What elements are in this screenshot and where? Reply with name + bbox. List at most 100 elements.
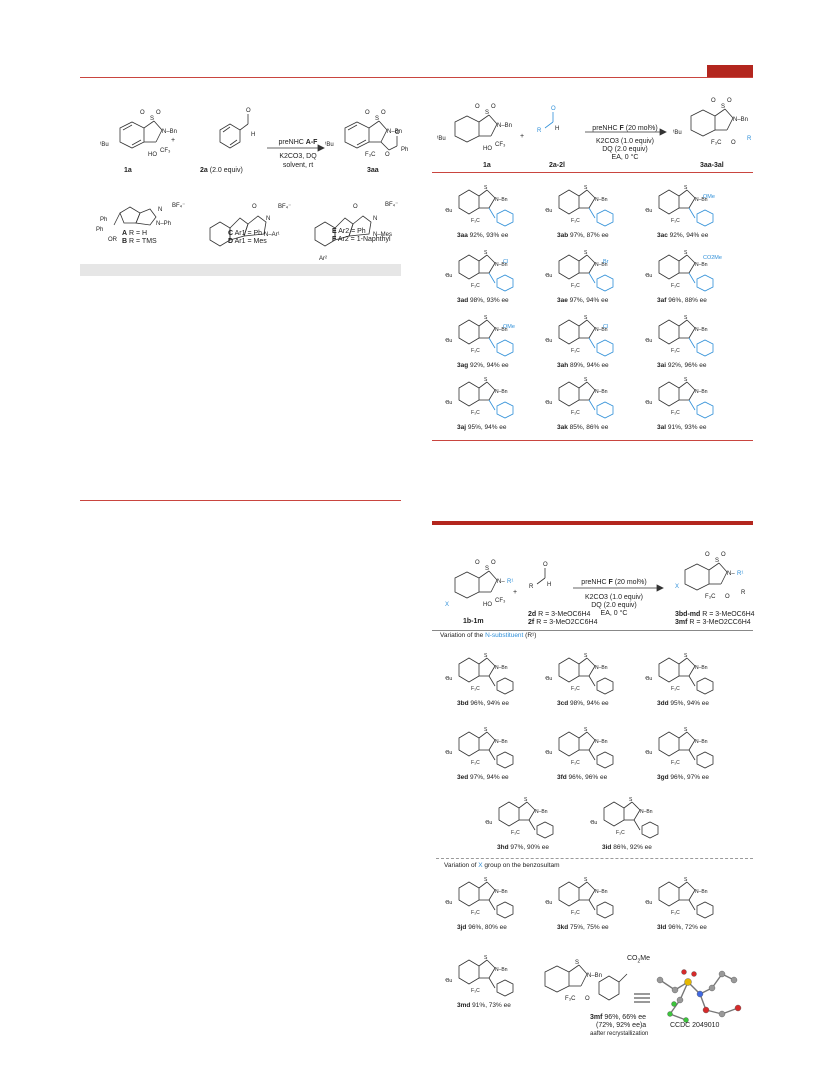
product-3aa: S N–Bn F₃C ᵗBu 3aa 92%, 93% ee <box>445 180 545 244</box>
svg-text:S: S <box>484 653 488 659</box>
s1-product-label: 3aa <box>367 167 379 174</box>
svg-text:Ph: Ph <box>401 147 408 153</box>
product-3ai: S N–Bn F₃C ᵗBu 3ai 92%, 96% ee <box>645 310 745 374</box>
svg-text:O: O <box>705 552 710 558</box>
svg-text:ᵗBu: ᵗBu <box>673 129 682 136</box>
product-3bd: S N–Bn F₃C ᵗBu 3bd 96%, 94% ee <box>445 648 545 712</box>
mf-footnote: aafter recrystallization <box>590 1031 649 1037</box>
svg-text:S: S <box>684 185 688 191</box>
s2-plus: + <box>520 133 525 140</box>
svg-text:ᵗBu: ᵗBu <box>545 338 552 344</box>
svg-text:O: O <box>551 106 556 112</box>
svg-text:N–Bn: N–Bn <box>695 197 708 203</box>
svg-text:N–: N– <box>497 579 505 585</box>
s3-reagent1-label: 1b-1m <box>463 618 484 625</box>
s3-arrow-top: preNHC F (20 mol%) <box>581 579 647 586</box>
svg-text:F₃C: F₃C <box>671 410 680 416</box>
s2-arrow-bottom-2: DQ (2.0 equiv) <box>602 146 648 153</box>
svg-text:O: O <box>725 594 730 600</box>
svg-text:R: R <box>747 136 752 142</box>
svg-text:N–Bn: N–Bn <box>640 809 653 815</box>
svg-text:H: H <box>555 126 559 132</box>
s3-product-line1: 3bd-md R = 3-MeOC6H4 <box>675 611 755 618</box>
product-3ld: S N–Bn F₃C ᵗBu 3ld 96%, 72% ee <box>645 872 745 936</box>
svg-text:F₃C: F₃C <box>711 140 722 146</box>
svg-text:F₃C: F₃C <box>571 686 580 692</box>
svg-text:N–Bn: N–Bn <box>495 262 508 268</box>
s2-reagent1-label: 1a <box>483 162 491 169</box>
product-3kd: S N–Bn F₃C ᵗBu 3kd 75%, 75% ee <box>545 872 645 936</box>
svg-text:S: S <box>484 955 488 961</box>
svg-text:N–Bn: N–Bn <box>695 262 708 268</box>
s2-product-label: 3aa-3al <box>700 162 724 169</box>
product-3ed: S N–Bn F₃C ᵗBu 3ed 97%, 94% ee <box>445 722 545 786</box>
svg-text:N–Bn: N–Bn <box>695 665 708 671</box>
svg-text:S: S <box>485 110 489 116</box>
svg-text:F₃C: F₃C <box>571 283 580 289</box>
svg-text:N–Bn: N–Bn <box>695 389 708 395</box>
svg-text:CF₃: CF₃ <box>495 598 506 604</box>
svg-text:N–Bn: N–Bn <box>595 262 608 268</box>
svg-text:N: N <box>158 207 162 213</box>
product-3ak: S N–Bn F₃C ᵗBu 3ak 85%, 86% ee <box>545 372 645 436</box>
product-3fd: S N–Bn F₃C ᵗBu 3fd 96%, 96% ee <box>545 722 645 786</box>
svg-text:O: O <box>721 552 726 558</box>
svg-text:F₃C: F₃C <box>571 348 580 354</box>
cat-F: F Ar2 = 1-Naphthyl <box>332 236 391 243</box>
svg-text:ᵗBu: ᵗBu <box>545 208 552 214</box>
svg-text:F₃C: F₃C <box>571 910 580 916</box>
svg-text:S: S <box>375 116 379 122</box>
svg-text:S: S <box>484 377 488 383</box>
svg-text:HO: HO <box>483 146 492 152</box>
svg-text:R: R <box>529 584 534 590</box>
svg-text:O: O <box>385 152 390 158</box>
svg-text:S: S <box>575 960 579 966</box>
svg-text:O: O <box>395 130 400 136</box>
svg-text:F₃C: F₃C <box>471 760 480 766</box>
svg-text:O: O <box>727 98 732 104</box>
svg-text:N–Bn: N–Bn <box>162 129 177 135</box>
product-label: 3fd 96%, 96% ee <box>557 774 608 781</box>
svg-text:ᵗBu: ᵗBu <box>100 141 109 148</box>
svg-text:ᵗBu: ᵗBu <box>645 900 652 906</box>
product-3af: S N–Bn F₃C ᵗBu CO2Me 3af 96%, 88% ee <box>645 245 745 309</box>
product-label: 3ed 97%, 94% ee <box>457 774 509 781</box>
svg-text:O: O <box>140 110 145 116</box>
svg-text:S: S <box>150 116 154 122</box>
cat-A: A R = H <box>122 230 148 237</box>
svg-text:ᵗBu: ᵗBu <box>445 978 452 984</box>
svg-text:N–Bn: N–Bn <box>595 197 608 203</box>
svg-text:ᵗBu: ᵗBu <box>445 273 452 279</box>
product-label: 3ab 97%, 87% ee <box>557 232 609 239</box>
product-label: 3gd 96%, 97% ee <box>657 774 710 781</box>
svg-text:X: X <box>675 584 679 590</box>
product-3md: S N–Bn F₃C ᵗBu 3md 91%, 73% ee <box>445 950 545 1014</box>
svg-text:S: S <box>629 797 633 803</box>
svg-text:S: S <box>484 315 488 321</box>
svg-text:S: S <box>684 250 688 256</box>
product-3dd: S N–Bn F₃C ᵗBu 3dd 95%, 94% ee <box>645 648 745 712</box>
svg-text:S: S <box>584 315 588 321</box>
svg-text:N–Bn: N–Bn <box>495 967 508 973</box>
svg-text:S: S <box>684 727 688 733</box>
s1-reagent1-label: 1a <box>124 167 132 174</box>
svg-text:F₃C: F₃C <box>365 152 376 158</box>
svg-text:F₃C: F₃C <box>471 686 480 692</box>
product-3ah: S N–Bn F₃C ᵗBu Cl 3ah 89%, 94% ee <box>545 310 645 374</box>
svg-text:O: O <box>365 110 370 116</box>
product-3ae: S N–Bn F₃C ᵗBu Br 3ae 97%, 94% ee <box>545 245 645 309</box>
svg-text:Cl: Cl <box>603 324 608 330</box>
svg-text:Ph: Ph <box>100 217 107 223</box>
svg-text:N: N <box>373 216 377 222</box>
svg-text:X: X <box>445 602 449 608</box>
svg-text:N–Bn: N–Bn <box>495 389 508 395</box>
svg-text:O: O <box>491 104 496 110</box>
svg-text:S: S <box>684 653 688 659</box>
svg-text:N–Bn: N–Bn <box>495 889 508 895</box>
product-label: 3ac 92%, 94% ee <box>657 232 709 239</box>
product-3hd: S N–Bn F₃C ᵗBu 3hd 97%, 90% ee <box>485 792 585 856</box>
product-label: 3kd 75%, 75% ee <box>557 924 609 931</box>
svg-text:ᵗBu: ᵗBu <box>545 273 552 279</box>
